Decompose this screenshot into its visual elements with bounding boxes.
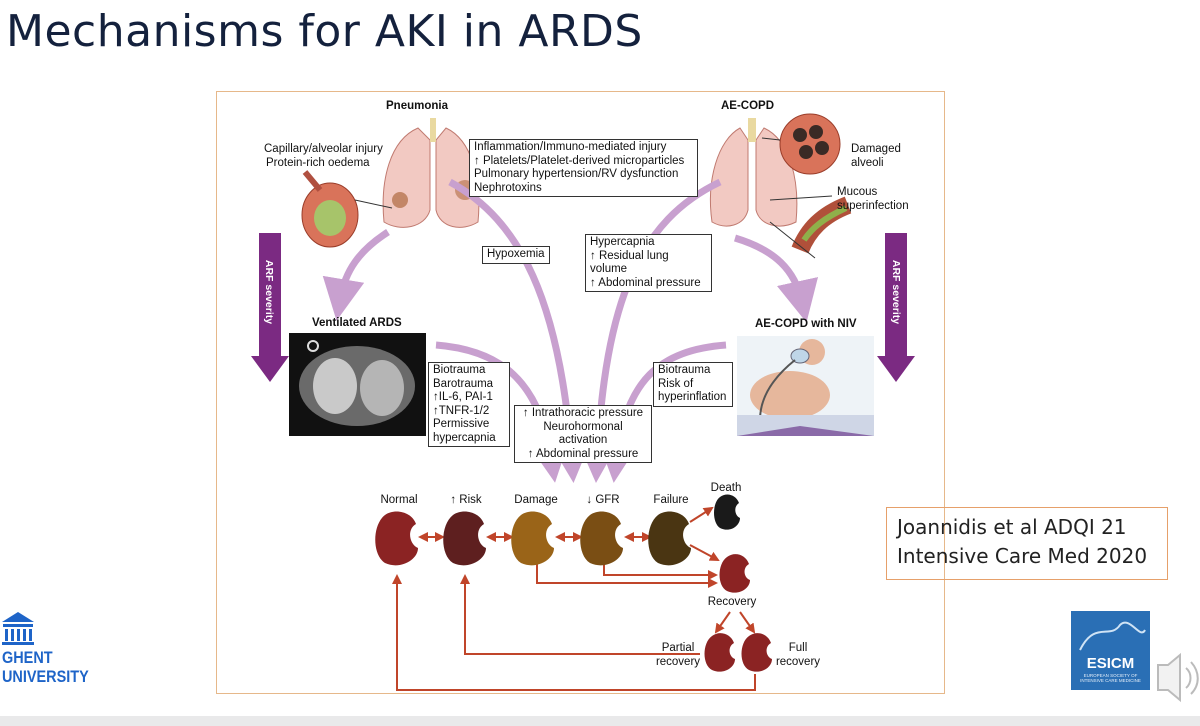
biotrauma-line: Biotrauma (433, 364, 486, 376)
il6-line: ↑IL-6, PAI-1 (433, 391, 493, 403)
slide-title: Mechanisms for AKI in ARDS (6, 6, 643, 57)
neurohormonal-line: Neurohormonal activation (543, 420, 623, 447)
arf-severity-arrow-right (877, 233, 915, 382)
partial-line2: recovery (655, 656, 701, 668)
ghent-building-icon (2, 612, 34, 645)
permissive-line: Permissive (433, 418, 490, 430)
biotrauma-niv-box: Biotrauma Risk of hyperinflation (653, 362, 733, 407)
ct-scan-image (289, 333, 426, 436)
stage-recovery: Recovery (707, 596, 757, 608)
arf-severity-label-left: ARF severity (263, 259, 275, 325)
kidney-partial-recovery (704, 633, 735, 672)
kidney-gfr (580, 511, 623, 566)
stage-gfr: ↓ GFR (586, 494, 620, 506)
damaged-alveoli-illustration (761, 113, 841, 175)
stage-normal: Normal (380, 494, 418, 506)
arf-severity-arrow-left (251, 233, 289, 382)
aecopd-niv-label: AE-COPD with NIV (755, 318, 857, 330)
figure-frame (216, 91, 945, 694)
full-line1: Full (788, 642, 808, 654)
esicm-logo-text: ESICM (1086, 655, 1135, 672)
mucous-line1: Mucous (837, 186, 878, 198)
citation-line1: Joannidis et al ADQI 21 (897, 515, 1127, 539)
partial-line1: Partial (661, 642, 695, 654)
kidney-full-recovery (741, 633, 772, 672)
citation-line2: Intensive Care Med 2020 (897, 544, 1148, 568)
citation-box: Joannidis et al ADQI 21 Intensive Care M… (886, 507, 1168, 580)
ghent-word: GHENT (2, 648, 53, 667)
kidney-failure (648, 511, 691, 566)
stage-full-recovery: Full recovery (768, 641, 828, 669)
inflammation-box: Inflammation/Immuno-mediated injury ↑ Pl… (469, 139, 698, 197)
damaged-alveoli-line1: Damaged (851, 143, 901, 155)
stage-partial-recovery: Partial recovery (648, 641, 708, 669)
hypercapnia-line: hypercapnia (433, 431, 496, 444)
damaged-alveoli-label: Damaged alveoli (851, 142, 901, 170)
stage-damage: Damage (514, 494, 558, 506)
residual-volume-line: ↑ Residual lung volume (590, 249, 669, 276)
pulmonary-hypertension-line: Pulmonary hypertension/RV dysfunction (474, 168, 679, 180)
full-line2: recovery (775, 656, 821, 668)
kidney-normal (375, 511, 418, 566)
pneumonia-lungs-illustration (382, 118, 480, 228)
kidney-risk (443, 511, 486, 566)
nephrotoxins-line: Nephrotoxins (474, 181, 542, 194)
damaged-alveoli-line2: alveoli (851, 157, 884, 169)
inflammation-line: Inflammation/Immuno-mediated injury (474, 141, 667, 153)
intrathoracic-line: ↑ Intrathoracic pressure (522, 407, 644, 419)
university-word: UNIVERSITY (2, 667, 89, 686)
tnfr-line: ↑TNFR-1/2 (433, 404, 490, 417)
kidney-connectors (392, 506, 756, 691)
bottom-bar (0, 716, 1200, 726)
mucous-line2: superinfection (837, 200, 909, 212)
left-alveolus-illustration (301, 170, 393, 248)
risk-of-line: Risk of (658, 377, 694, 390)
kidney-recovery (719, 554, 750, 593)
stage-death: Death (710, 482, 742, 494)
intrathoracic-box: ↑ Intrathoracic pressure Neurohormonal a… (514, 405, 652, 463)
hyperinflation-line: hyperinflation (658, 391, 727, 403)
kidney-damage (511, 511, 554, 566)
mucous-superinfection-label: Mucous superinfection (837, 185, 909, 213)
abdominal-pressure-line: ↑ Abdominal pressure (590, 276, 701, 289)
esicm-logo-graphic (1071, 611, 1150, 690)
hypoxemia-box: Hypoxemia (482, 246, 550, 264)
platelets-line: ↑ Platelets/Platelet-derived micropartic… (474, 154, 685, 167)
speaker-icon (1157, 652, 1199, 703)
stage-failure: Failure (653, 494, 689, 506)
aecopd-heading: AE-COPD (721, 100, 775, 112)
kidney-death (714, 494, 740, 530)
biotrauma-ards-box: Biotrauma Barotrauma ↑IL-6, PAI-1 ↑TNFR-… (428, 362, 510, 447)
abdominal-line: ↑ Abdominal pressure (527, 447, 639, 460)
arf-severity-label-right: ARF severity (890, 259, 902, 325)
barotrauma-line: Barotrauma (433, 377, 494, 390)
pneumonia-heading: Pneumonia (386, 100, 448, 112)
protein-oedema-label: Protein-rich oedema (266, 157, 370, 169)
stage-risk: ↑ Risk (450, 494, 482, 506)
niv-patient-image (737, 336, 874, 436)
mucous-bronchus-illustration (769, 195, 852, 259)
esicm-logo-subtitle: EUROPEAN SOCIETY OF INTENSIVE CARE MEDIC… (1080, 673, 1141, 683)
ventilated-ards-label: Ventilated ARDS (312, 317, 402, 329)
biotrauma-line: Biotrauma (658, 364, 711, 376)
ghent-university-logo: GHENT UNIVERSITY (2, 648, 89, 686)
hypercapnia-box: Hypercapnia ↑ Residual lung volume ↑ Abd… (585, 234, 712, 292)
hypercapnia-line: Hypercapnia (590, 236, 655, 248)
capillary-injury-label: Capillary/alveolar injury (264, 143, 383, 155)
